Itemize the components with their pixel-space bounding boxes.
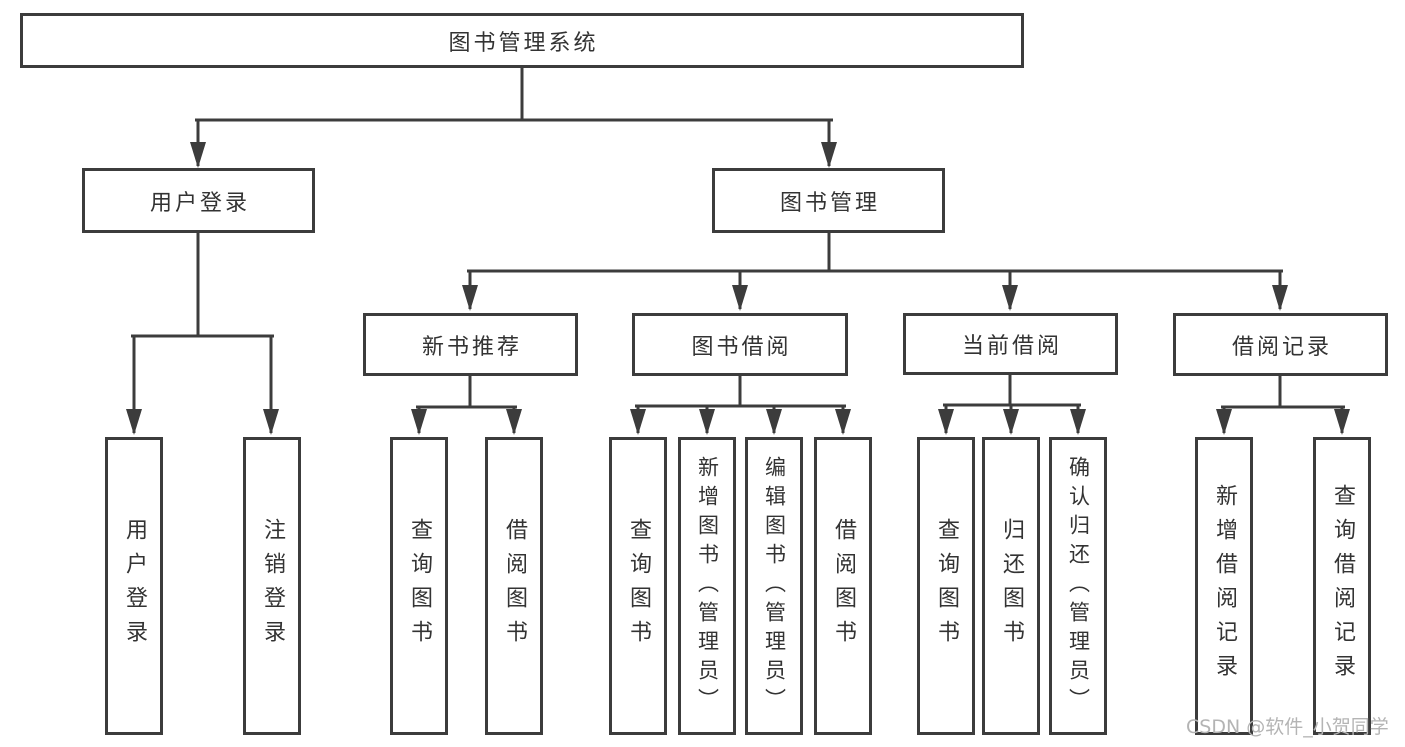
node-root: 图书管理系统 <box>20 13 1024 68</box>
leaf-recommend-borrow-book-label: 借阅图书 <box>502 518 527 654</box>
leaf-borrow-edit-book-admin: 编辑图书（管理员） <box>745 437 803 735</box>
node-book-borrow: 图书借阅 <box>632 313 848 376</box>
connector-current-borrow-trunk <box>943 371 1081 407</box>
connector-root-trunk <box>195 64 833 122</box>
node-borrow-records: 借阅记录 <box>1173 313 1388 376</box>
leaf-user-login-label: 用户登录 <box>122 518 147 654</box>
watermark: CSDN @软件_小贺同学 <box>1186 716 1389 738</box>
leaf-current-confirm-return-admin-label: 确认归还（管理员） <box>1066 455 1091 717</box>
leaf-logout: 注销登录 <box>243 437 301 735</box>
leaf-borrow-query-book: 查询图书 <box>609 437 667 735</box>
leaf-records-query-record-label: 查询借阅记录 <box>1330 484 1355 688</box>
connector-book-borrow-trunk <box>635 372 846 408</box>
leaf-logout-label: 注销登录 <box>260 518 285 654</box>
leaf-borrow-query-book-label: 查询图书 <box>626 518 651 654</box>
connector-borrow-records-trunk <box>1221 372 1345 409</box>
leaf-borrow-edit-book-admin-label: 编辑图书（管理员） <box>762 455 787 717</box>
leaf-current-return-book: 归还图书 <box>982 437 1040 735</box>
node-book-borrow-label: 图书借阅 <box>691 334 792 360</box>
leaf-current-return-book-label: 归还图书 <box>999 518 1024 654</box>
node-current-borrow-label: 当前借阅 <box>961 334 1062 359</box>
node-root-label: 图书管理系统 <box>448 30 599 56</box>
connector-new-book-rec-trunk <box>416 372 517 409</box>
connector-book-mgmt-trunk <box>467 229 1283 273</box>
leaf-current-confirm-return-admin: 确认归还（管理员） <box>1049 437 1107 735</box>
leaf-recommend-query-book-label: 查询图书 <box>407 518 432 654</box>
node-new-book-recommend-label: 新书推荐 <box>421 334 522 360</box>
node-user-login-label: 用户登录 <box>149 190 250 216</box>
node-book-management-label: 图书管理 <box>779 190 880 216</box>
node-book-management: 图书管理 <box>712 168 945 233</box>
leaf-borrow-borrow-book-label: 借阅图书 <box>831 518 856 654</box>
node-user-login: 用户登录 <box>82 168 315 233</box>
leaf-borrow-borrow-book: 借阅图书 <box>814 437 872 735</box>
leaf-records-query-record: 查询借阅记录 <box>1313 437 1371 735</box>
leaf-recommend-borrow-book: 借阅图书 <box>485 437 543 735</box>
node-borrow-records-label: 借阅记录 <box>1231 334 1332 360</box>
leaf-borrow-add-book-admin: 新增图书（管理员） <box>678 437 736 735</box>
leaf-records-add-record: 新增借阅记录 <box>1195 437 1253 735</box>
leaf-current-query-book-label: 查询图书 <box>934 518 959 654</box>
leaf-user-login: 用户登录 <box>105 437 163 735</box>
node-new-book-recommend: 新书推荐 <box>363 313 578 376</box>
leaf-borrow-add-book-admin-label: 新增图书（管理员） <box>695 455 720 717</box>
leaf-records-add-record-label: 新增借阅记录 <box>1212 484 1237 688</box>
node-current-borrow: 当前借阅 <box>903 313 1118 375</box>
leaf-recommend-query-book: 查询图书 <box>390 437 448 735</box>
connector-user-login-trunk <box>131 229 274 338</box>
leaf-current-query-book: 查询图书 <box>917 437 975 735</box>
